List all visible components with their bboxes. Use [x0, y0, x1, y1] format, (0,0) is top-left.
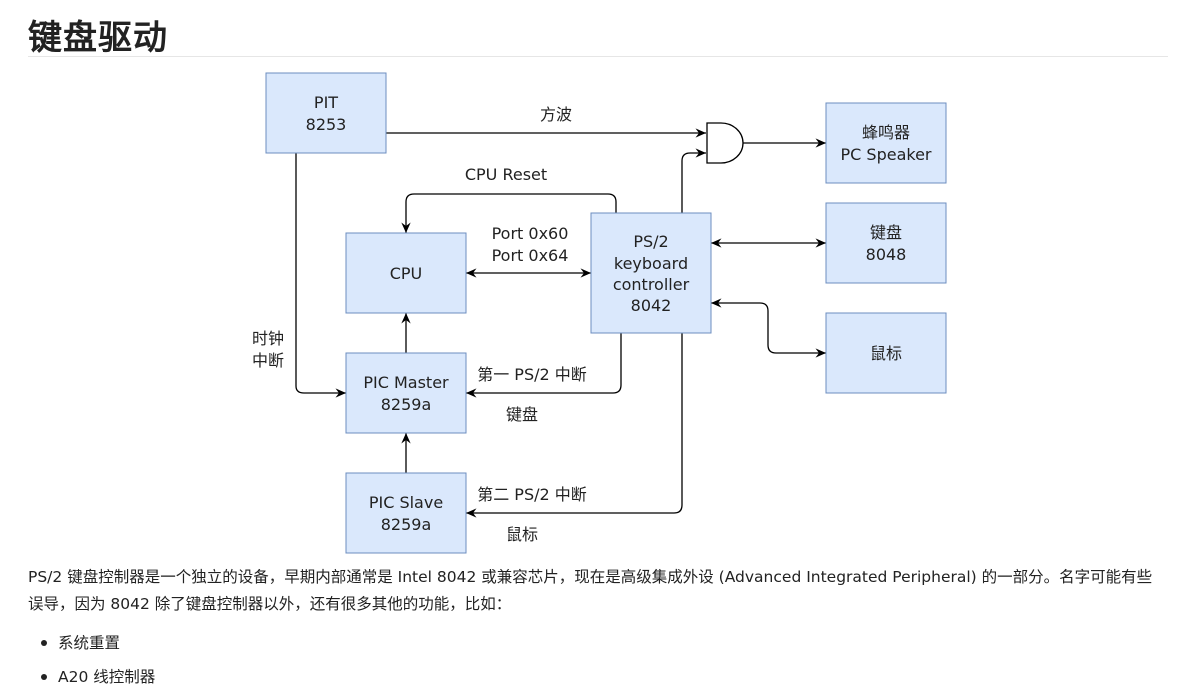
- mouse-label: 鼠标: [870, 344, 902, 363]
- ps2-label-2: keyboard: [614, 254, 688, 273]
- wire-cpu-reset: [401, 193, 617, 233]
- list-item: 系统重置: [28, 626, 155, 660]
- label-port-64: Port 0x64: [492, 246, 569, 265]
- pic-master-label-2: 8259a: [381, 395, 432, 414]
- list-item: A20 线控制器: [28, 660, 155, 694]
- label-port-60: Port 0x60: [492, 224, 569, 243]
- wire-irq1: [466, 333, 622, 398]
- pit-label-2: 8253: [306, 115, 347, 134]
- keyboard-box: 键盘 8048: [825, 202, 947, 284]
- wire-ps2-mouse: [711, 298, 826, 358]
- ps2-label-4: 8042: [631, 296, 672, 315]
- pic-master-box: PIC Master 8259a: [345, 352, 467, 434]
- and-gate: [706, 122, 744, 164]
- wire-pit-clock-irq: [295, 153, 346, 398]
- label-cpu-reset: CPU Reset: [465, 165, 547, 184]
- speaker-label-1: 蜂鸣器: [862, 123, 910, 142]
- ps2-label-3: controller: [613, 275, 690, 294]
- label-irq2: 第二 PS/2 中断: [477, 485, 587, 504]
- label-clock-1: 时钟: [252, 329, 284, 348]
- pic-slave-box: PIC Slave 8259a: [345, 472, 467, 554]
- pic-master-label-1: PIC Master: [363, 373, 449, 392]
- ps2-controller-box: PS/2 keyboard controller 8042: [590, 212, 712, 334]
- label-square-wave: 方波: [540, 105, 572, 124]
- pit-box: PIT 8253: [265, 72, 387, 154]
- wire-ps2-to-gate: [681, 148, 706, 213]
- label-irq1: 第一 PS/2 中断: [477, 365, 587, 384]
- body-paragraph: PS/2 键盘控制器是一个独立的设备，早期内部通常是 Intel 8042 或兼…: [28, 568, 1153, 613]
- keyboard-label-1: 键盘: [870, 223, 902, 242]
- pic-slave-label-1: PIC Slave: [369, 493, 443, 512]
- bullet-dot: [41, 674, 47, 680]
- wire-irq2: [466, 333, 683, 518]
- title-divider: [28, 56, 1168, 57]
- list-item-text: 系统重置: [58, 634, 121, 652]
- keyboard-label-2: 8048: [866, 245, 907, 264]
- label-irq1-keyboard: 键盘: [506, 405, 538, 424]
- pic-slave-label-2: 8259a: [381, 515, 432, 534]
- label-irq2-mouse: 鼠标: [506, 525, 538, 544]
- keyboard-architecture-diagram: PIT 8253 蜂鸣器 PC Speaker CPU PS/2 keyboar…: [252, 72, 947, 554]
- speaker-box: 蜂鸣器 PC Speaker: [825, 102, 947, 184]
- ps2-label-1: PS/2: [633, 232, 668, 251]
- bullet-dot: [41, 640, 47, 646]
- pit-label-1: PIT: [314, 93, 338, 112]
- cpu-box: CPU: [345, 232, 467, 314]
- cpu-label: CPU: [390, 264, 423, 283]
- feature-list: 系统重置 A20 线控制器: [28, 626, 155, 694]
- label-clock-2: 中断: [252, 351, 284, 370]
- mouse-box: 鼠标: [825, 312, 947, 394]
- page-title: 键盘驱动: [28, 18, 168, 58]
- speaker-label-2: PC Speaker: [841, 145, 932, 164]
- list-item-text: A20 线控制器: [58, 668, 156, 686]
